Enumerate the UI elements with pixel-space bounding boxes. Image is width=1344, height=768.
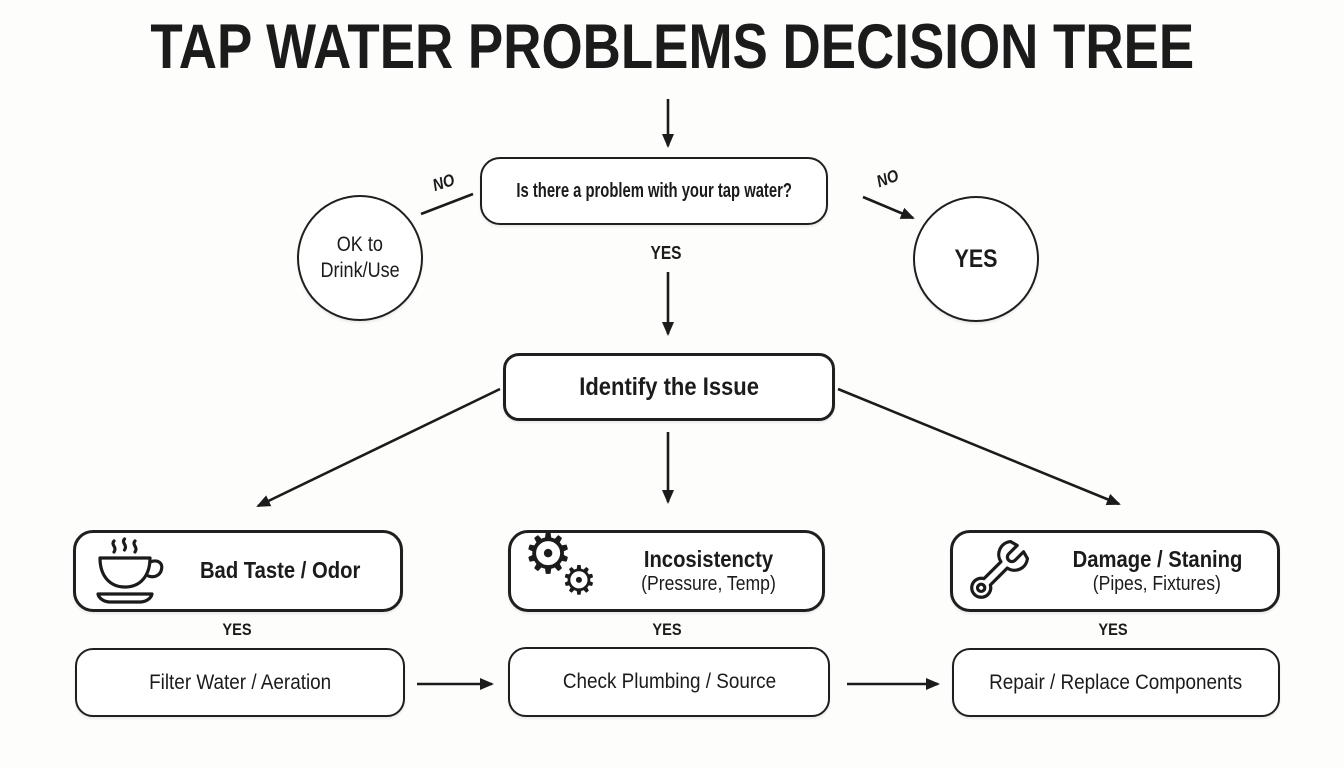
identify-text: Identify the Issue xyxy=(579,372,759,401)
question-text: Is there a problem with your tap water? xyxy=(516,179,792,202)
gears-icon: ⚙ ⚙ xyxy=(523,527,605,607)
yes-circle: YES xyxy=(913,196,1039,322)
branch-title-damage: Damage / Staning xyxy=(1072,545,1242,572)
arrow-no-right xyxy=(862,195,915,220)
wrench-icon xyxy=(965,535,1047,607)
arrow-identify-to-taste xyxy=(256,387,501,508)
branch-subtitle-inconsistency: (Pressure, Temp) xyxy=(641,572,776,595)
action-box-check-plumbing: Check Plumbing / Source xyxy=(508,647,830,717)
ok-to-drink-circle: OK to Drink/Use xyxy=(297,195,423,321)
ok-line2: Drink/Use xyxy=(320,259,400,282)
page-title: TAP WATER PROBLEMS DECISION TREE xyxy=(150,12,1194,82)
branch-box-damage: Damage / Staning (Pipes, Fixtures) xyxy=(950,530,1280,612)
identify-issue-box: Identify the Issue xyxy=(503,353,835,421)
edge-label-yes-inconsistency: YES xyxy=(652,620,682,639)
ok-line1: OK to xyxy=(336,233,384,257)
branch-title-inconsistency: Incosistencty xyxy=(643,545,774,572)
question-box: Is there a problem with your tap water? xyxy=(480,157,828,225)
branch-box-inconsistency: ⚙ ⚙ Incosistencty (Pressure, Temp) xyxy=(508,527,825,612)
coffee-cup-icon xyxy=(88,535,170,607)
edge-label-yes-root: YES xyxy=(650,243,682,263)
action-box-repair-replace: Repair / Replace Components xyxy=(952,648,1280,717)
edge-label-yes-damage: YES xyxy=(1098,620,1128,639)
action-box-filter-water: Filter Water / Aeration xyxy=(75,648,405,717)
gear-small-glyph: ⚙ xyxy=(561,558,597,604)
branch-title-bad-taste: Bad Taste / Odor xyxy=(199,557,361,584)
edge-label-yes-taste: YES xyxy=(222,620,252,639)
branch-box-bad-taste: Bad Taste / Odor xyxy=(73,530,403,612)
branch-subtitle-damage: (Pipes, Fixtures) xyxy=(1092,572,1222,595)
edge-label-no-left: NO xyxy=(430,170,458,195)
edge-label-no-right: NO xyxy=(874,165,902,192)
gear-large-glyph: ⚙ xyxy=(523,522,574,587)
arrow-identify-to-damage xyxy=(837,387,1121,506)
